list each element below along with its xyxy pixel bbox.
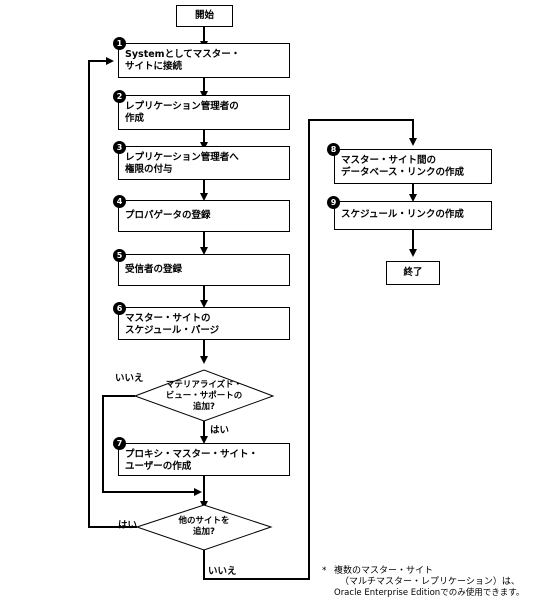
arrow-mv-no-bypass: [102, 395, 202, 496]
mv-yes-label: はい: [210, 425, 230, 436]
start-label: 開始: [194, 10, 214, 21]
step-4-badge: 4: [113, 195, 126, 208]
step-8-badge: 8: [327, 143, 340, 156]
mv-no-label: いいえ: [115, 373, 144, 384]
decision-diamond-mv: [133, 369, 275, 422]
step-7-badge: 7: [113, 437, 126, 450]
step-5-badge: 5: [113, 249, 126, 262]
arrow-other-yes-loop: [88, 57, 137, 528]
step-9-badge: 9: [327, 196, 340, 209]
step-5-box: 受信者の登録: [118, 254, 290, 286]
step-3-box: レプリケーション管理者へ 権限の付与: [118, 146, 290, 180]
step-6-badge: 6: [113, 302, 126, 315]
decision-diamond-other: [135, 504, 273, 551]
decision-mv-text: マテリアライズド・ ビュー・サポートの 追加?: [165, 380, 243, 412]
step-9-box: スケジュール・リンクの作成: [334, 201, 492, 230]
other-yes-label: はい: [118, 520, 138, 531]
other-no-label: いいえ: [208, 566, 237, 577]
step-4-box: プロパゲータの登録: [118, 200, 290, 232]
footnote-line-2: （マルチマスター・レプリケーション）は、: [340, 577, 520, 587]
step-6-box: マスター・サイトの スケジュール・パージ: [118, 307, 290, 340]
footnote-mark: *: [322, 566, 327, 576]
footnote-line-3: Oracle Enterprise Editionでのみ使用できます。: [334, 588, 525, 598]
step-2-badge: 2: [113, 90, 126, 103]
start-node: 開始: [176, 5, 233, 27]
arrow-other-no-to-8: [203, 119, 417, 580]
step-2-box: レプリケーション管理者の 作成: [118, 95, 290, 130]
step-3-badge: 3: [113, 141, 126, 154]
end-label: 終了: [403, 267, 423, 278]
decision-other-text: 他のサイトを 追加?: [178, 516, 230, 537]
step-1-box: Systemとしてマスター・ サイトに接続: [118, 43, 290, 78]
footnote-line-1: 複数のマスター・サイト: [334, 566, 434, 576]
end-node: 終了: [386, 261, 440, 285]
step-7-box: プロキシ・マスター・サイト・ ユーザーの作成: [118, 443, 290, 476]
step-8-box: マスター・サイト間の データベース・リンクの作成: [334, 149, 492, 184]
step-1-badge: 1: [113, 37, 126, 50]
